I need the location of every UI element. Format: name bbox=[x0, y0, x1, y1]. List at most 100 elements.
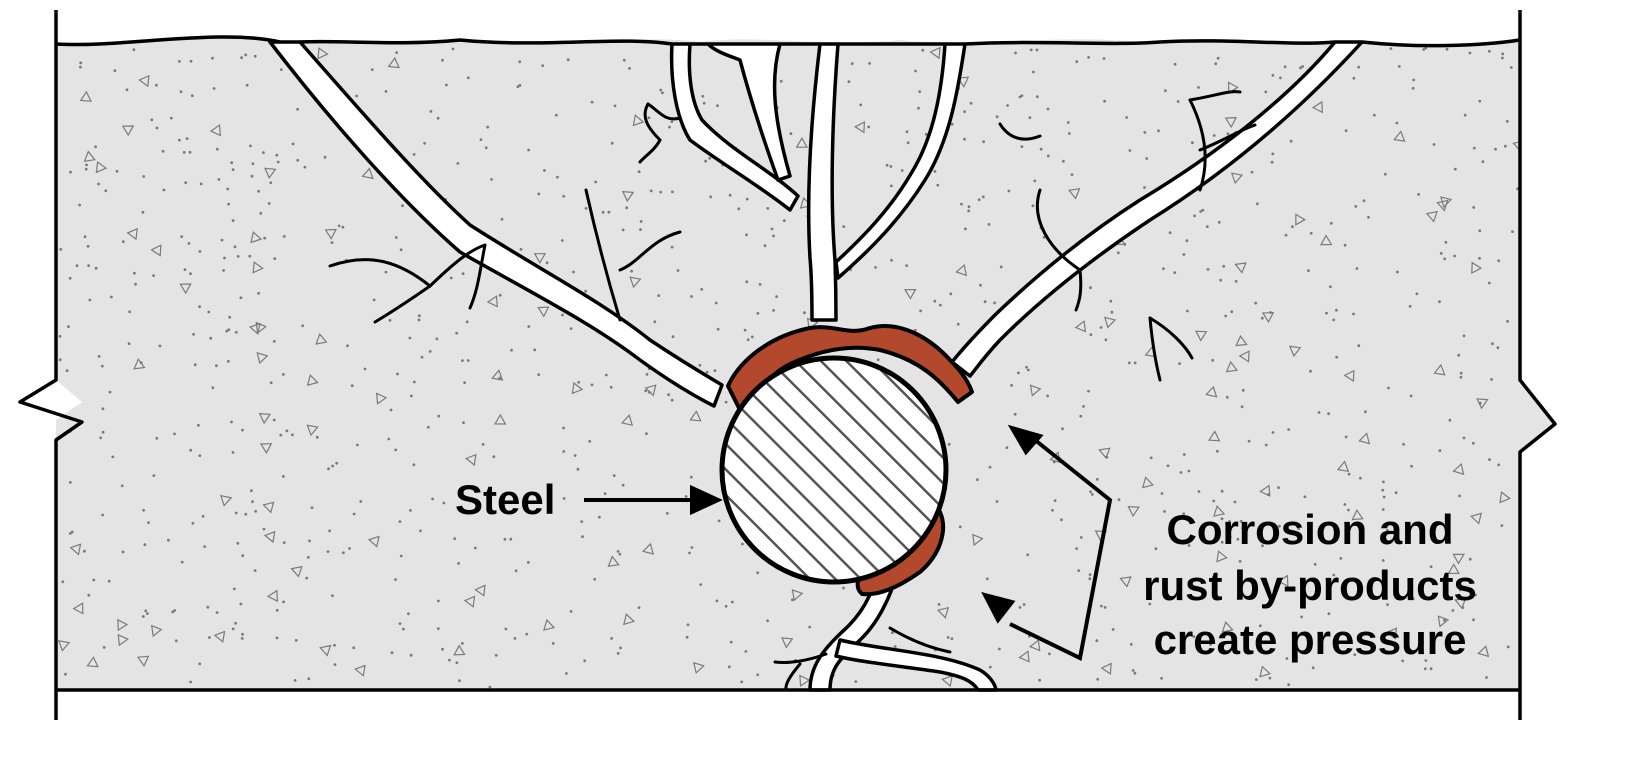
speckle-dot bbox=[1261, 317, 1264, 320]
speckle-dot bbox=[772, 235, 775, 238]
speckle-dot bbox=[509, 538, 512, 541]
speckle-dot bbox=[146, 612, 149, 615]
speckle-dot bbox=[257, 292, 260, 295]
speckle-dot bbox=[1463, 334, 1466, 337]
speckle-dot bbox=[457, 162, 460, 165]
speckle-dot bbox=[69, 277, 72, 280]
speckle-dot bbox=[194, 363, 197, 366]
speckle-dot bbox=[672, 335, 675, 338]
speckle-dot bbox=[66, 369, 69, 372]
speckle-dot bbox=[622, 484, 625, 487]
speckle-dot bbox=[982, 140, 985, 143]
speckle-dot bbox=[250, 489, 253, 492]
speckle-dot bbox=[342, 551, 345, 554]
speckle-dot bbox=[1463, 437, 1466, 440]
speckle-dot bbox=[715, 302, 718, 305]
speckle-dot bbox=[437, 117, 440, 120]
speckle-dot bbox=[756, 673, 759, 676]
speckle-dot bbox=[593, 578, 596, 581]
speckle-dot bbox=[273, 257, 276, 260]
speckle-dot bbox=[268, 202, 271, 205]
speckle-dot bbox=[594, 181, 597, 184]
speckle-dot bbox=[180, 235, 183, 238]
speckle-dot bbox=[704, 160, 707, 163]
speckle-dot bbox=[859, 104, 862, 107]
speckle-dot bbox=[237, 255, 240, 258]
speckle-dot bbox=[877, 358, 880, 361]
speckle-dot bbox=[1224, 315, 1227, 318]
speckle-dot bbox=[294, 679, 297, 682]
speckle-dot bbox=[1169, 231, 1172, 234]
speckle-dot bbox=[348, 547, 351, 550]
speckle-dot bbox=[102, 407, 105, 410]
speckle-dot bbox=[1100, 605, 1103, 608]
speckle-dot bbox=[1497, 464, 1500, 467]
speckle-dot bbox=[939, 304, 942, 307]
speckle-dot bbox=[591, 384, 594, 387]
speckle-dot bbox=[756, 571, 759, 574]
speckle-dot bbox=[163, 189, 166, 192]
speckle-dot bbox=[1145, 157, 1148, 160]
speckle-dot bbox=[122, 551, 125, 554]
speckle-dot bbox=[441, 648, 444, 651]
speckle-dot bbox=[352, 646, 355, 649]
speckle-dot bbox=[619, 553, 622, 556]
speckle-dot bbox=[69, 171, 72, 174]
speckle-dot bbox=[918, 90, 921, 93]
speckle-dot bbox=[613, 474, 616, 477]
speckle-dot bbox=[1071, 173, 1074, 176]
speckle-dot bbox=[1222, 265, 1225, 268]
speckle-dot bbox=[87, 245, 90, 248]
speckle-dot bbox=[780, 80, 783, 83]
speckle-dot bbox=[1339, 557, 1342, 560]
speckle-dot bbox=[703, 102, 706, 105]
speckle-dot bbox=[653, 320, 656, 323]
speckle-dot bbox=[232, 451, 235, 454]
speckle-dot bbox=[92, 579, 95, 582]
speckle-dot bbox=[485, 146, 488, 149]
speckle-dot bbox=[207, 311, 210, 314]
speckle-dot bbox=[128, 310, 131, 313]
speckle-dot bbox=[295, 639, 298, 642]
speckle-dot bbox=[671, 399, 674, 402]
speckle-dot bbox=[1430, 667, 1433, 670]
speckle-dot bbox=[1449, 419, 1452, 422]
speckle-dot bbox=[1161, 492, 1164, 495]
speckle-dot bbox=[1040, 148, 1043, 151]
speckle-dot bbox=[1067, 121, 1070, 124]
speckle-dot bbox=[666, 512, 669, 515]
speckle-dot bbox=[400, 248, 403, 251]
speckle-dot bbox=[458, 679, 461, 682]
speckle-dot bbox=[1327, 412, 1330, 415]
speckle-dot bbox=[462, 421, 465, 424]
speckle-dot bbox=[1062, 160, 1065, 163]
speckle-dot bbox=[729, 194, 732, 197]
speckle-dot bbox=[155, 84, 158, 87]
speckle-dot bbox=[1230, 310, 1233, 313]
speckle-dot bbox=[1193, 214, 1196, 217]
speckle-dot bbox=[1345, 436, 1348, 439]
speckle-dot bbox=[686, 636, 689, 639]
speckle-dot bbox=[1488, 458, 1491, 461]
speckle-dot bbox=[1132, 669, 1135, 672]
speckle-dot bbox=[968, 205, 971, 208]
speckle-dot bbox=[263, 528, 266, 531]
speckle-dot bbox=[1125, 116, 1128, 119]
speckle-dot bbox=[394, 578, 397, 581]
speckle-dot bbox=[1491, 342, 1494, 345]
speckle-dot bbox=[1047, 155, 1050, 158]
speckle-dot bbox=[156, 127, 159, 130]
speckle-dot bbox=[1453, 255, 1456, 258]
speckle-dot bbox=[110, 296, 113, 299]
speckle-dot bbox=[1354, 205, 1357, 208]
speckle-dot bbox=[716, 600, 719, 603]
speckle-dot bbox=[890, 259, 893, 262]
speckle-dot bbox=[1440, 252, 1443, 255]
speckle-dot bbox=[740, 681, 743, 684]
speckle-dot bbox=[868, 62, 871, 65]
speckle-dot bbox=[1409, 305, 1412, 308]
speckle-dot bbox=[1095, 639, 1098, 642]
speckle-dot bbox=[1396, 271, 1399, 274]
speckle-dot bbox=[709, 196, 712, 199]
speckle-dot bbox=[708, 157, 711, 160]
